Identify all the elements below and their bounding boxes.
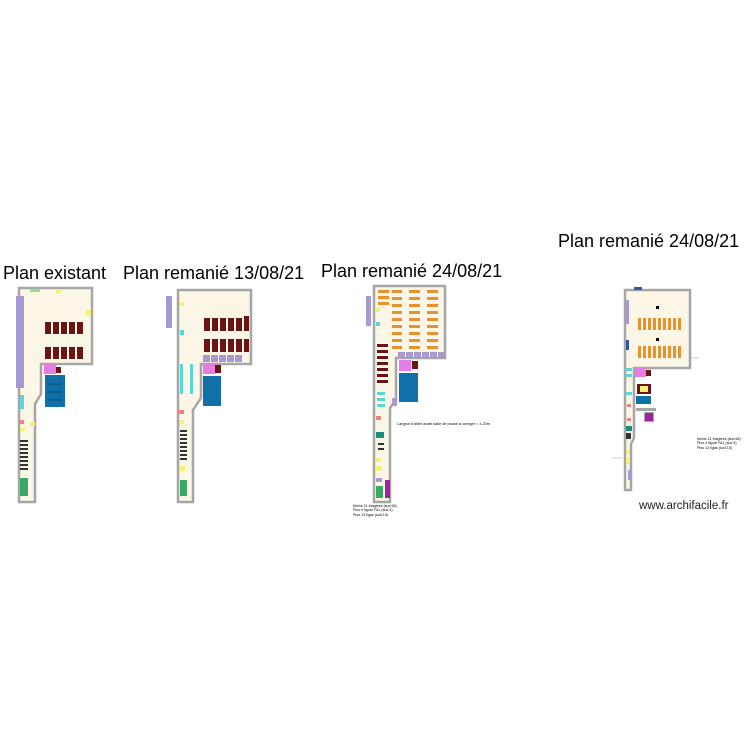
plan-title-existant: Plan existant (3, 263, 107, 283)
plan-1-blue-cold-room (45, 375, 65, 407)
plan-3-dark-shelves (377, 344, 388, 383)
plan-3-note-line: Moins 21 étagères (sud 66) (353, 504, 397, 508)
plan-3-green-area (376, 486, 383, 498)
plan-title-13-08: Plan remanié 13/08/21 (123, 263, 305, 283)
plan-existant-drawing (16, 286, 94, 504)
plan-3-note-line: Plus 13 f/gas (sud 15) (353, 512, 388, 517)
plan-4-note-line: Plus 4 figuré F&L (sud 4) (697, 441, 737, 446)
plan-1-shelves-bottom (45, 347, 83, 359)
plan-3-blue-cold-room (399, 373, 418, 402)
plan-24-08-b-drawing (612, 287, 698, 492)
plan-4-outline (623, 288, 692, 492)
plan-1-outline (17, 286, 94, 504)
plan-4-note-line: Moins 21 étagères (sud 66) (697, 437, 741, 441)
plan-2-lavender-racks (203, 355, 242, 362)
plan-3-lavender-racks (398, 352, 444, 358)
plan-4-note-line: Plus 13 f/gas (sud 15) (697, 445, 732, 450)
plan-13-08-drawing (166, 288, 253, 504)
plan-2-shelves-top (204, 316, 249, 331)
plan-1-wall-rack (16, 296, 24, 388)
plan-1-dark-block (56, 367, 61, 373)
plan-3-note-line: Plus 4 figuré F&L (sud 4) (353, 508, 393, 513)
plan-3-notes: Moins 21 étagères (sud 66) Plus 4 figuré… (353, 504, 397, 517)
plan-2-blue-cold-room (203, 376, 221, 406)
plan-24-08-a-drawing (366, 284, 447, 504)
aisle-width-annotation: Largeur d'allée avant salle de pause à c… (397, 422, 490, 426)
plan-3-orange-shelves (378, 290, 438, 349)
plan-1-green-area (20, 478, 28, 496)
plan-1-shelves-top (45, 322, 83, 334)
plan-4-orange-shelves (638, 318, 681, 358)
plan-2-shelves-bottom (204, 339, 249, 352)
plan-2-black-racks (180, 430, 187, 460)
plan-4-notes: Moins 21 étagères (sud 66) Plus 4 figuré… (697, 437, 741, 450)
watermark: www.archifacile.fr (639, 500, 729, 512)
plan-2-green-area (180, 480, 187, 496)
plan-title-24-08-b: Plan remanié 24/08/21 (558, 231, 740, 251)
plan-title-24-08-a: Plan remanié 24/08/21 (321, 261, 503, 281)
plan-2-cyan-racks (180, 364, 193, 394)
plan-1-black-racks (20, 440, 28, 470)
plan-1-pink-room (44, 364, 56, 374)
